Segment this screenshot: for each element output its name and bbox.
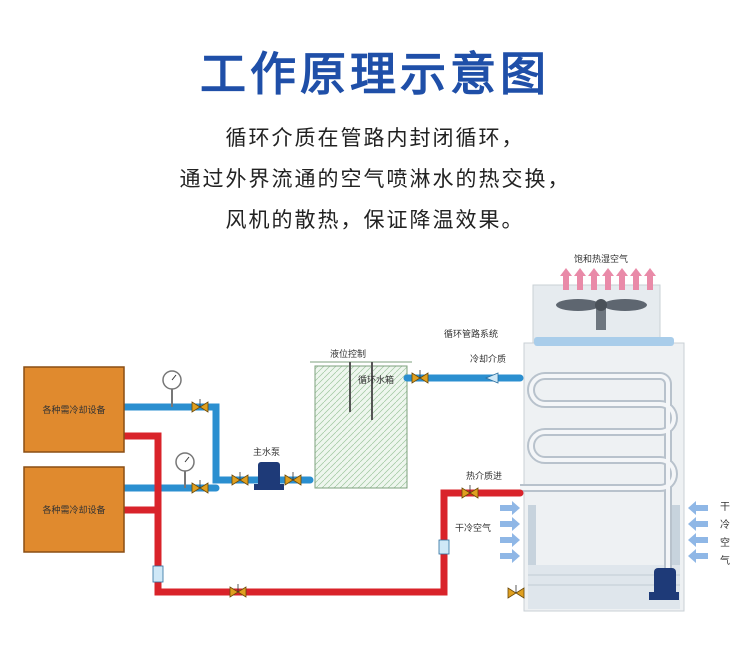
spray-header [534, 337, 674, 346]
page-title: 工作原理示意图 [200, 47, 550, 101]
pressure-gauge-icon [175, 452, 195, 488]
main-pump-label: 主水泵 [253, 446, 280, 458]
level-control-label: 液位控制 [330, 348, 366, 360]
description-line-1: 循环介质在管路内封闭循环， [225, 126, 525, 150]
basin-pump-icon [649, 568, 679, 600]
dry-cold-air-vertical-1: 干 [720, 502, 730, 513]
dry-cold-air-vertical-3: 空 [720, 536, 730, 549]
coolant-label: 冷却介质 [470, 353, 506, 365]
main-pump-icon [254, 462, 284, 490]
equipment-box-1: 各种需冷却设备 [23, 366, 125, 453]
saturated-air-arrows [560, 268, 656, 290]
equipment-label-1: 各种需冷却设备 [42, 404, 105, 416]
description-line-2: 通过外界流通的空气喷淋水的热交换， [179, 167, 571, 191]
equipment-box-2: 各种需冷却设备 [23, 466, 125, 553]
hot-medium-label: 热介质进 [466, 470, 502, 482]
dry-cold-air-vertical-2: 冷 [720, 518, 730, 531]
dry-cold-air-label: 干冷空气 [455, 522, 491, 534]
hot-pipes [120, 432, 524, 596]
pressure-gauge-icon [162, 370, 182, 407]
saturated-air-label: 饱和热湿空气 [574, 253, 628, 265]
circulation-tank [310, 361, 412, 489]
equipment-label-2: 各种需冷却设备 [42, 504, 105, 516]
description-line-3: 风机的散热，保证降温效果。 [225, 208, 525, 232]
louver-left [528, 505, 536, 565]
tank-label: 循环水箱 [358, 374, 394, 386]
fan-icon [556, 299, 647, 330]
air-inflow-arrows [500, 501, 708, 563]
louver-right [672, 505, 680, 565]
pipe-system-label: 循环管路系统 [444, 328, 498, 340]
valve-icons [191, 370, 525, 599]
dry-cold-air-vertical-4: 气 [720, 554, 730, 567]
flow-arrows [152, 372, 499, 583]
cooling-tower [523, 284, 685, 612]
